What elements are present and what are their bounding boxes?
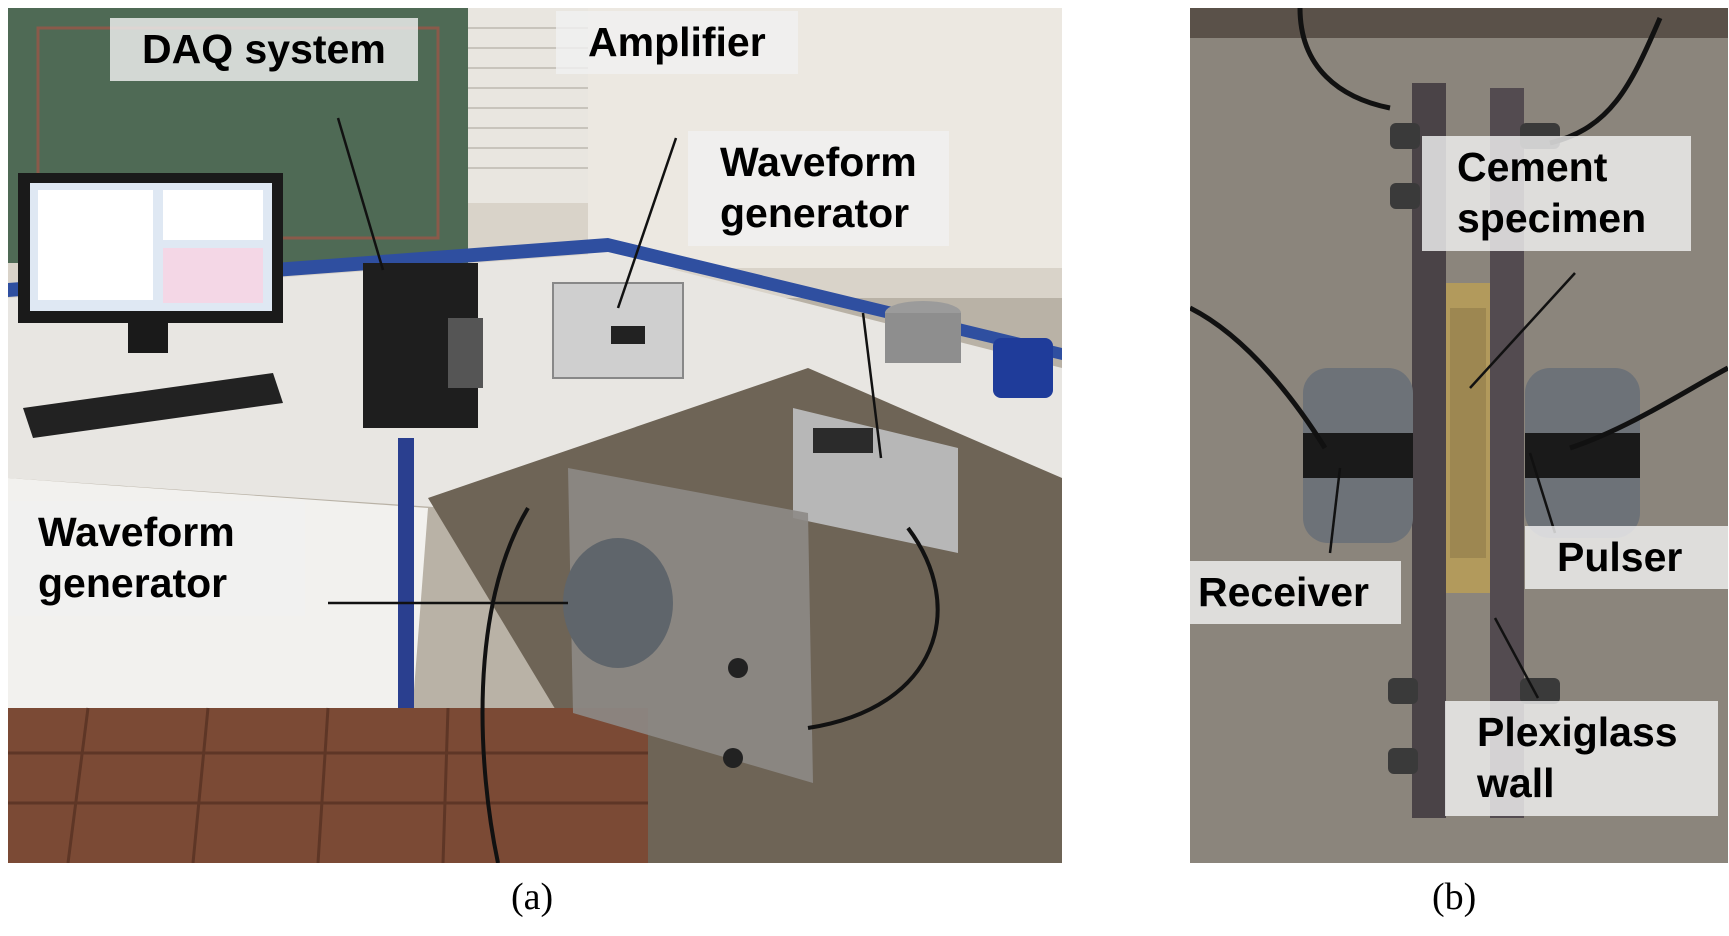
blue-jar xyxy=(993,338,1053,398)
receiver-cable xyxy=(1190,305,1328,450)
screen-plot-3 xyxy=(38,190,153,300)
label-daq-system: DAQ system xyxy=(110,18,418,82)
tile-grout xyxy=(8,707,648,863)
caption-a: (a) xyxy=(511,876,554,918)
daq-panel xyxy=(448,318,483,388)
cable-right xyxy=(807,526,940,730)
generator-display xyxy=(813,428,873,453)
bench-edge xyxy=(1190,8,1728,38)
floor-tiles xyxy=(8,708,648,863)
keyboard xyxy=(23,373,283,438)
label-pulser: Pulser xyxy=(1525,526,1728,590)
bolt xyxy=(728,658,748,678)
label-cement-specimen: Cement specimen xyxy=(1422,136,1692,251)
annotation-pointers xyxy=(328,117,883,605)
bolts xyxy=(1388,123,1560,774)
pulser-cable xyxy=(1569,365,1728,451)
pulser-slot xyxy=(1525,433,1640,478)
photo-panel-b: Cement specimen Pulser Receiver Plexigla… xyxy=(1190,8,1728,863)
cable xyxy=(480,506,530,863)
bolt-lower xyxy=(723,748,743,768)
screen-plot-2 xyxy=(163,248,263,303)
top-cable xyxy=(1297,8,1391,111)
photo-panel-a: DAQ system Amplifier Waveform generator … xyxy=(8,8,1062,863)
label-amplifier: Amplifier xyxy=(556,11,798,75)
label-waveform-generator-top: Waveform generator xyxy=(688,131,949,246)
label-waveform-generator-left: Waveform generator xyxy=(8,501,305,616)
label-receiver: Receiver xyxy=(1190,561,1401,625)
desk-edge-trim xyxy=(398,438,414,758)
monitor-stand xyxy=(128,323,168,353)
transducer-housing xyxy=(563,538,673,668)
caption-b: (b) xyxy=(1432,876,1477,918)
label-plexiglass-wall: Plexiglass wall xyxy=(1445,701,1718,816)
specimen-texture xyxy=(1450,308,1486,558)
annotation-pointers-b xyxy=(1328,272,1576,699)
grey-cylinder xyxy=(885,313,961,363)
amplifier-display xyxy=(611,326,645,344)
screen-plot-1 xyxy=(163,190,263,240)
